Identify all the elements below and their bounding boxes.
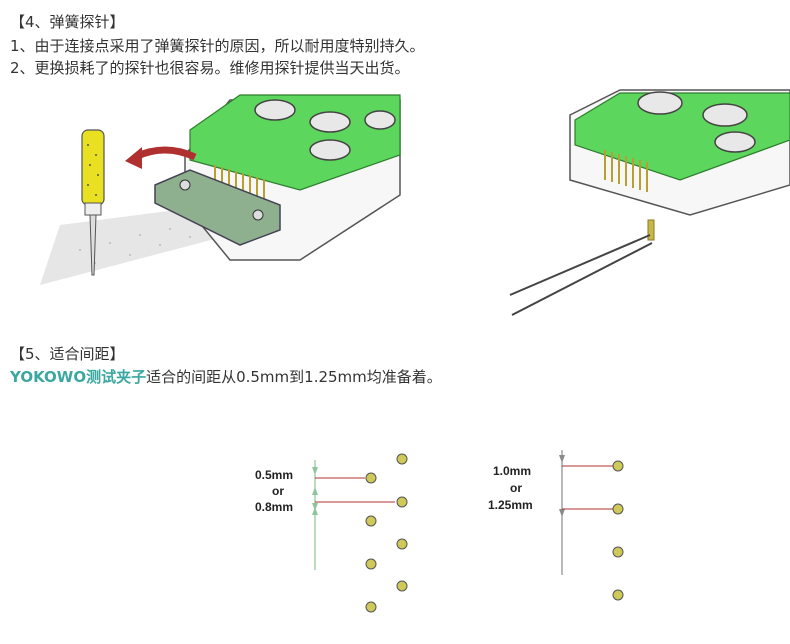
pitch-label-or-left: or bbox=[272, 484, 284, 498]
contact-dot bbox=[365, 472, 377, 484]
spring-probe-replacement-illustration bbox=[40, 94, 401, 285]
section4-line2: 2、更换损耗了的探针也很容易。维修用探针提供当天出货。 bbox=[10, 59, 410, 77]
contact-dot bbox=[612, 460, 624, 472]
contact-dot bbox=[396, 496, 408, 508]
pitch-label-0-8mm: 0.8mm bbox=[255, 500, 293, 514]
contact-dot bbox=[612, 589, 624, 601]
contact-dot bbox=[365, 601, 377, 613]
section4-heading: 【4、弹簧探针】 bbox=[10, 13, 125, 31]
tweezers-probe-illustration bbox=[509, 89, 790, 316]
section5-text: 适合的间距从0.5mm到1.25mm均准备着。 bbox=[146, 368, 442, 386]
contact-dot bbox=[612, 503, 624, 515]
contact-dot bbox=[396, 453, 408, 465]
section4-line1: 1、由于连接点采用了弹簧探针的原因，所以耐用度特别持久。 bbox=[10, 37, 425, 55]
section5-heading: 【5、适合间距】 bbox=[10, 345, 125, 363]
contact-dot bbox=[396, 580, 408, 592]
section5-line: YOKOWO测试夹子适合的间距从0.5mm到1.25mm均准备着。 bbox=[10, 367, 442, 387]
pitch-label-or-right: or bbox=[510, 481, 522, 495]
pitch-label-0-5mm: 0.5mm bbox=[255, 468, 293, 482]
contact-dot bbox=[365, 515, 377, 527]
pitch-label-1-0mm: 1.0mm bbox=[493, 464, 531, 478]
pitch-diagram-small: 0.5mm or 0.8mm bbox=[255, 453, 408, 613]
contact-dot bbox=[612, 546, 624, 558]
pitch-diagram-large: 1.0mm or 1.25mm bbox=[488, 450, 624, 601]
brand-name: YOKOWO测试夹子 bbox=[10, 368, 147, 386]
pitch-label-1-25mm: 1.25mm bbox=[488, 498, 533, 512]
contact-dot bbox=[365, 558, 377, 570]
contact-dot bbox=[396, 538, 408, 550]
